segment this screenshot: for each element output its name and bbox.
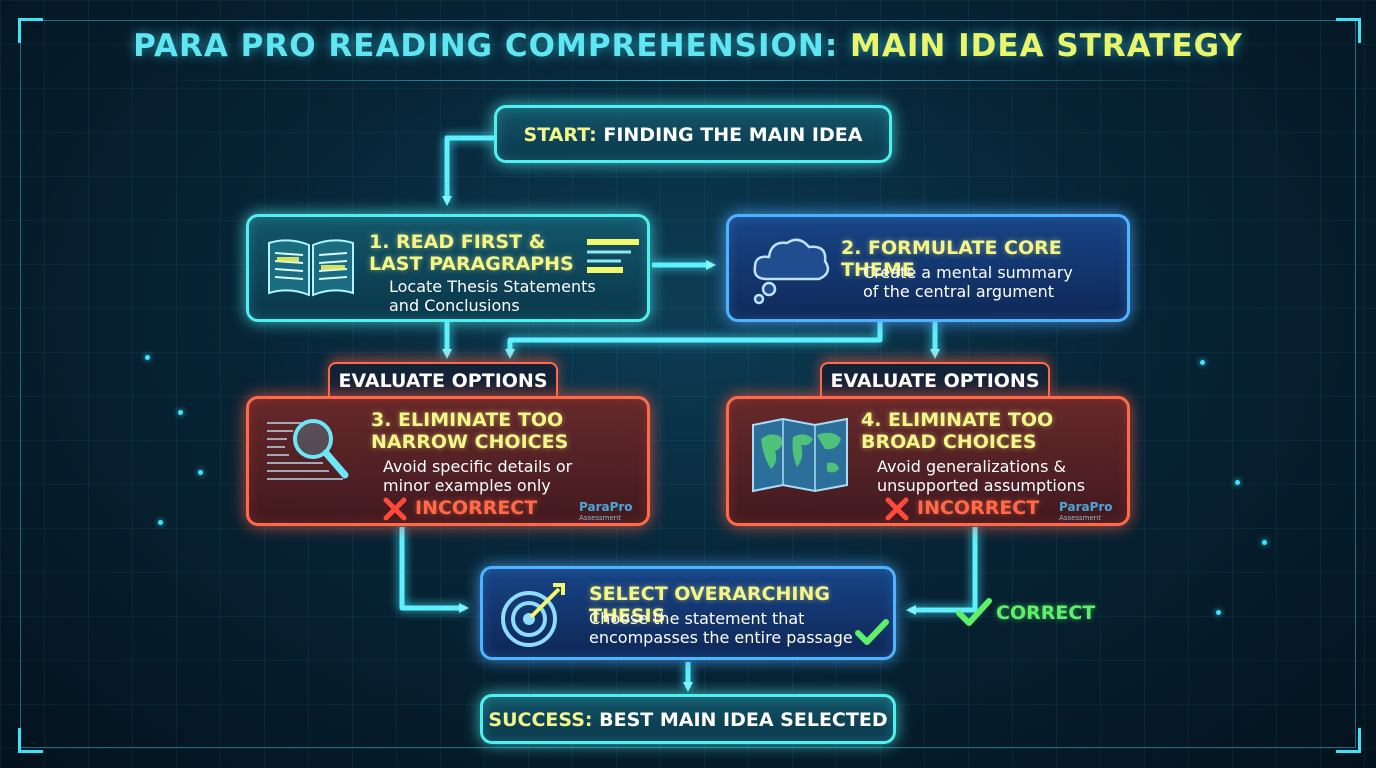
glow-dot bbox=[145, 355, 150, 360]
outer-frame bbox=[20, 20, 1356, 748]
success-text: BEST MAIN IDEA SELECTED bbox=[599, 709, 888, 731]
title-part-2: MAIN IDEA STRATEGY bbox=[850, 28, 1243, 64]
x-mark-icon bbox=[885, 497, 909, 521]
start-text: FINDING THE MAIN IDEA bbox=[603, 124, 863, 146]
step3-description: Avoid specific details or minor examples… bbox=[383, 457, 573, 495]
arrow-step2-to-step3 bbox=[505, 322, 883, 359]
step1-title: 1. READ FIRST & LAST PARAGRAPHS bbox=[369, 231, 574, 275]
glow-dot bbox=[198, 470, 203, 475]
step1-description: Locate Thesis Statements and Conclusions bbox=[389, 277, 596, 315]
checkmark-icon bbox=[855, 619, 889, 645]
brand-name: ParaPro bbox=[579, 500, 633, 514]
start-box: START: FINDING THE MAIN IDEA bbox=[494, 105, 892, 163]
page-title: PARA PRO READING COMPREHENSION: MAIN IDE… bbox=[0, 28, 1376, 64]
magnifier-icon bbox=[267, 419, 349, 480]
arrow-step3-to-select bbox=[399, 527, 469, 613]
parapro-brand: ParaPro Assessment bbox=[1059, 500, 1113, 524]
glow-dot bbox=[158, 520, 163, 525]
brand-sub: Assessment bbox=[579, 514, 621, 522]
arrow-step4-to-select bbox=[906, 527, 978, 615]
start-label: START: FINDING THE MAIN IDEA bbox=[497, 124, 889, 146]
x-mark-icon bbox=[383, 497, 407, 521]
correct-label: CORRECT bbox=[996, 602, 1096, 624]
correct-check-icon bbox=[956, 598, 992, 626]
step3-title: 3. ELIMINATE TOO NARROW CHOICES bbox=[371, 409, 569, 453]
success-box: SUCCESS: BEST MAIN IDEA SELECTED bbox=[480, 694, 896, 744]
title-underline bbox=[160, 80, 1216, 81]
glow-dot bbox=[178, 410, 183, 415]
brand-sub: Assessment bbox=[1059, 514, 1101, 522]
glow-dot bbox=[1200, 360, 1205, 365]
step2-box: 2. FORMULATE CORE THEME Create a mental … bbox=[726, 214, 1130, 322]
select-thesis-box: SELECT OVERARCHING THESIS Choose the sta… bbox=[480, 566, 896, 660]
arrow-start-to-step1 bbox=[442, 135, 494, 206]
glow-dot bbox=[1235, 480, 1240, 485]
highlighted-lines-icon bbox=[587, 239, 639, 273]
select-description: Choose the statement that encompasses th… bbox=[589, 609, 853, 647]
frame-corner-br bbox=[1336, 728, 1361, 753]
glow-dot bbox=[1216, 610, 1221, 615]
world-map-icon bbox=[752, 417, 848, 493]
parapro-brand: ParaPro Assessment bbox=[579, 500, 633, 524]
evaluate-options-tab-right: EVALUATE OPTIONS bbox=[820, 362, 1050, 398]
step2-description: Create a mental summary of the central a… bbox=[863, 263, 1073, 301]
glow-dot bbox=[1262, 540, 1267, 545]
step3-box: 3. ELIMINATE TOO NARROW CHOICES Avoid sp… bbox=[246, 396, 650, 526]
start-prefix: START: bbox=[523, 124, 597, 146]
target-icon bbox=[501, 583, 565, 647]
brand-name: ParaPro bbox=[1059, 500, 1113, 514]
step4-box: 4. ELIMINATE TOO BROAD CHOICES Avoid gen… bbox=[726, 396, 1130, 526]
frame-corner-tl bbox=[18, 18, 43, 43]
frame-corner-tr bbox=[1336, 18, 1361, 43]
step1-box: 1. READ FIRST & LAST PARAGRAPHS Locate T… bbox=[246, 214, 650, 322]
open-book-icon bbox=[268, 239, 354, 297]
frame-corner-bl bbox=[18, 728, 43, 753]
evaluate-options-tab-left: EVALUATE OPTIONS bbox=[328, 362, 558, 398]
step4-description: Avoid generalizations & unsupported assu… bbox=[877, 457, 1086, 495]
success-prefix: SUCCESS: bbox=[488, 709, 593, 731]
select-title: SELECT OVERARCHING THESIS bbox=[589, 583, 830, 627]
title-part-1: PARA PRO READING COMPREHENSION: bbox=[133, 28, 851, 64]
thought-cloud-icon bbox=[753, 238, 830, 305]
step4-title: 4. ELIMINATE TOO BROAD CHOICES bbox=[861, 409, 1054, 453]
step2-title: 2. FORMULATE CORE THEME bbox=[841, 237, 1062, 281]
step3-status: INCORRECT bbox=[415, 497, 538, 519]
success-label: SUCCESS: BEST MAIN IDEA SELECTED bbox=[483, 709, 893, 731]
step4-status: INCORRECT bbox=[917, 497, 1040, 519]
